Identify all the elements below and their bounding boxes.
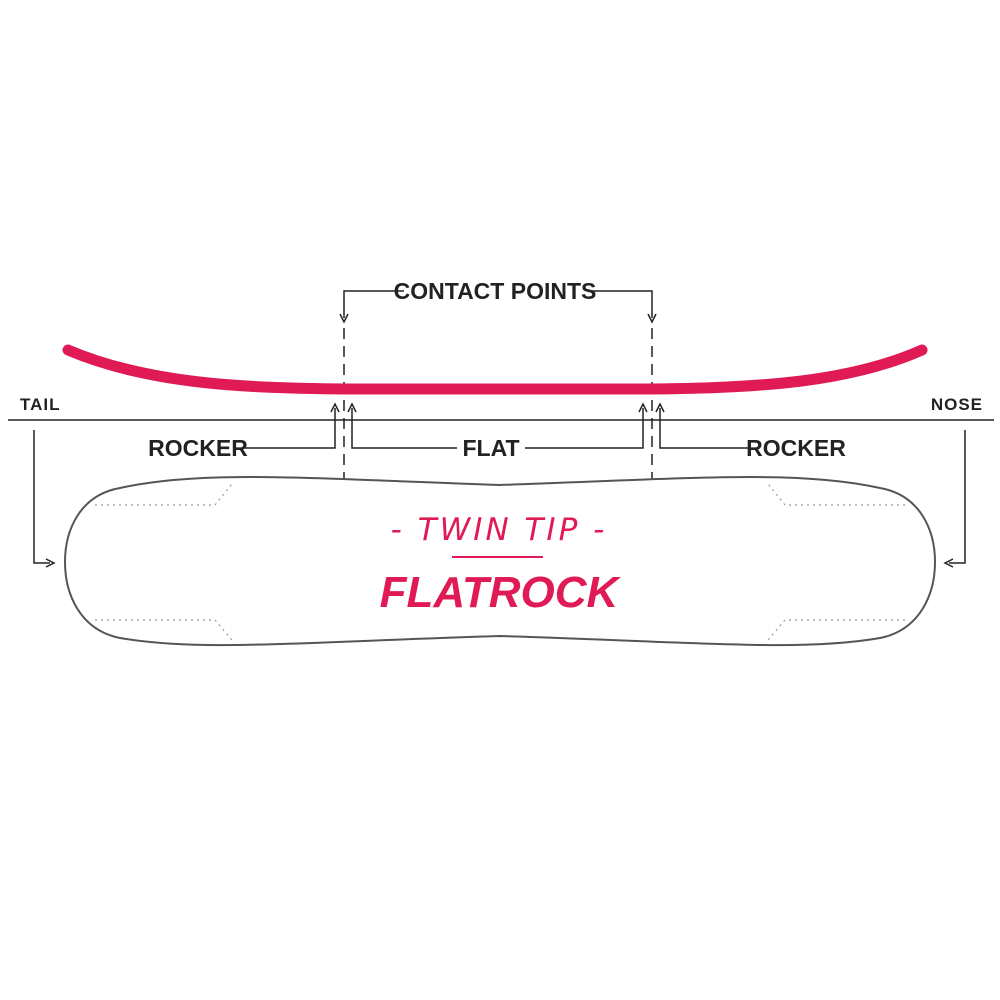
flat-right-leader bbox=[525, 408, 644, 449]
nose-leader-arrowhead bbox=[943, 558, 954, 568]
nose-leader bbox=[943, 430, 966, 568]
flat-left-arrowhead bbox=[347, 402, 357, 413]
board-profile-curve bbox=[62, 344, 928, 395]
tail-leader bbox=[33, 430, 56, 568]
flat-left-leader bbox=[351, 408, 457, 449]
rocker-left-arrowhead bbox=[330, 402, 340, 413]
rocker-right-label: ROCKER bbox=[746, 435, 846, 461]
contact-arrow-right bbox=[647, 313, 657, 324]
rocker-left-label: ROCKER bbox=[148, 435, 248, 461]
board-dotted-contours bbox=[95, 483, 905, 641]
flat-right-arrowhead bbox=[638, 402, 648, 413]
contact-bracket-left-arm bbox=[343, 290, 404, 318]
board-shape-label: - TWIN TIP - bbox=[391, 512, 608, 548]
nose-bottom-contour bbox=[767, 619, 905, 641]
tail-leader-line bbox=[33, 430, 50, 564]
nose-leader-line bbox=[949, 430, 966, 564]
board-outline bbox=[63, 476, 937, 647]
nose-top-contour bbox=[767, 483, 905, 506]
tail-label: TAIL bbox=[20, 395, 61, 414]
zone-leaders bbox=[245, 402, 748, 449]
rocker-left-leader bbox=[245, 408, 336, 449]
contact-arrow-left bbox=[339, 313, 349, 324]
tail-top-contour bbox=[95, 483, 233, 506]
rocker-right-arrowhead bbox=[655, 402, 665, 413]
board-model-name: FLATROCK bbox=[380, 568, 622, 617]
tail-leader-arrowhead bbox=[45, 558, 56, 568]
contact-points-bracket bbox=[339, 290, 657, 324]
flat-label: FLAT bbox=[462, 435, 519, 461]
rocker-right-leader bbox=[659, 408, 748, 449]
tail-bottom-contour bbox=[95, 619, 233, 641]
contact-bracket-right-arm bbox=[588, 290, 653, 318]
contact-points-label: CONTACT POINTS bbox=[394, 278, 597, 304]
nose-label: NOSE bbox=[931, 395, 983, 414]
